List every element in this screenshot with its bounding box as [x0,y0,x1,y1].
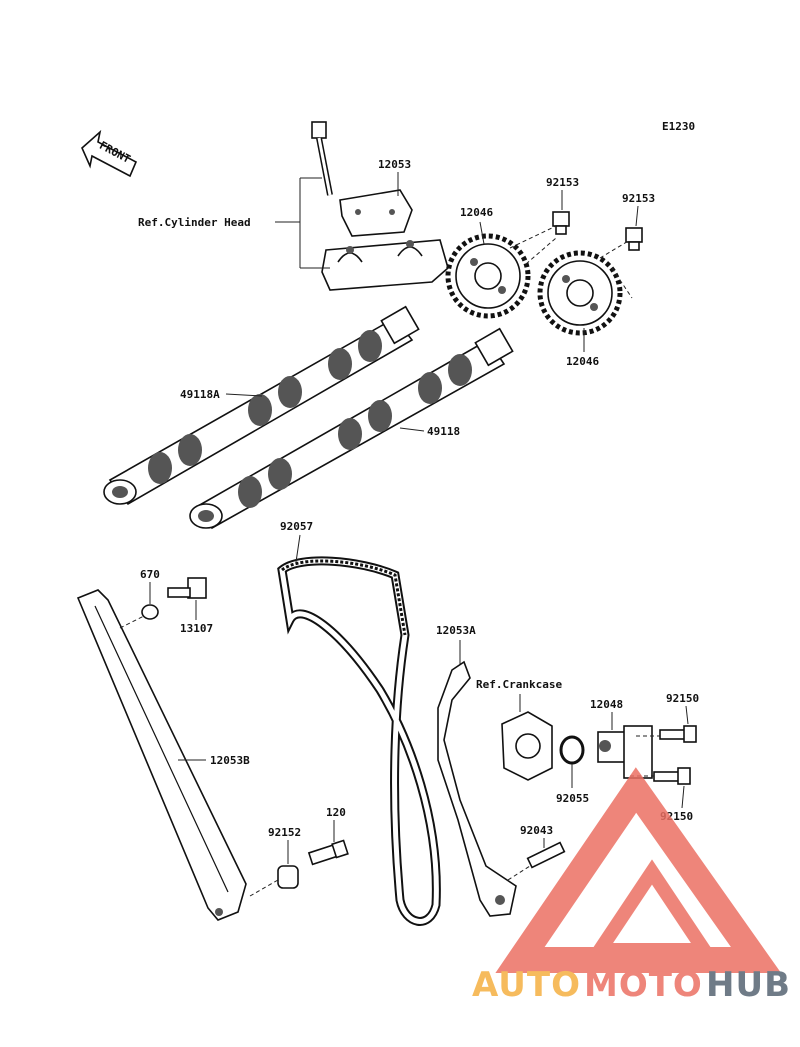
sprocket-bolt-left [552,211,570,235]
part-label-12048: 12048 [590,698,623,711]
part-label-12053: 12053 [378,158,411,171]
cam-chain [277,556,441,926]
logo-text-moto: MOTO [584,965,703,1005]
part-label-670: 670 [140,568,160,581]
ref-cylinder-head: Ref.Cylinder Head [138,216,251,229]
part-label-92152: 92152 [268,826,301,839]
part-label-92057: 92057 [280,520,313,533]
camshaft-49118 [189,327,514,530]
part-label-49118A: 49118A [180,388,220,401]
part-label-12046-bottom: 12046 [566,355,599,368]
part-label-92055: 92055 [556,792,589,805]
part-label-49118: 49118 [427,425,460,438]
cam-cap-assembly [311,121,449,291]
logo-text-hub: HUB [706,965,791,1005]
part-label-92153-right: 92153 [622,192,655,205]
pin-92043 [526,841,566,869]
part-label-12053A: 12053A [436,624,476,637]
gasket-92055 [559,735,585,765]
bolt-92150-top [659,725,697,743]
part-label-13107: 13107 [180,622,213,635]
cam-sprocket-left [445,233,531,319]
camshaft-49118A [103,305,420,506]
front-arrow-icon: FRONT [81,129,138,178]
part-label-120: 120 [326,806,346,819]
part-label-92153-left: 92153 [546,176,579,189]
part-label-12046-top: 12046 [460,206,493,219]
part-label-92043: 92043 [520,824,553,837]
part-label-12053B: 12053B [210,754,250,767]
tensioner-housing [501,711,553,781]
logo-text-auto: AUTO [472,965,581,1005]
part-label-92150-top: 92150 [666,692,699,705]
cam-sprocket-right [537,250,623,336]
ref-crankcase: Ref.Crankcase [476,678,562,691]
bolt-13107 [167,577,207,599]
diagram-code: E1230 [662,120,695,133]
bolt-120 [307,839,349,866]
bolt-92150-bottom [653,767,691,785]
collar-92152 [277,865,299,889]
tensioner-guide-12053A [437,660,517,917]
sprocket-bolt-right [625,227,643,251]
chain-tensioner-12048 [597,725,653,779]
chain-guide-12053B [76,589,247,921]
o-ring-670 [141,604,159,620]
automotohub-logo: AUTO MOTO HUB [472,767,791,1005]
